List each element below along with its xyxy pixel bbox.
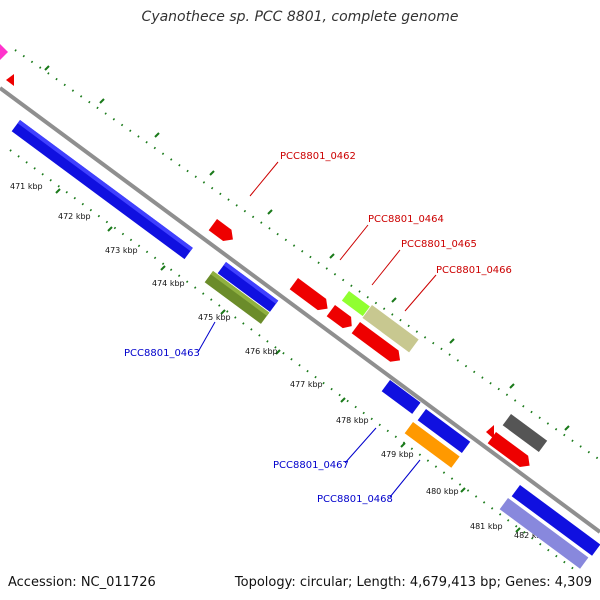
outer-tick <box>449 338 455 344</box>
inner-dotted-ring <box>9 149 576 571</box>
gene-block-purple <box>499 497 589 569</box>
gene-block-olive <box>204 271 270 324</box>
inner-tick <box>515 527 521 533</box>
gene-labels: PCC8801_0462 PCC8801_0464 PCC8801_0465 P… <box>124 151 512 505</box>
gene-label-forward[interactable]: PCC8801_0465 <box>401 239 477 250</box>
gene-arrow-red <box>208 219 233 241</box>
gene-block-blue <box>11 120 193 260</box>
map-title: Cyanothece sp. PCC 8801, complete genome <box>141 9 459 25</box>
kbp-label: 477 kbp <box>290 380 323 389</box>
gene-label-forward[interactable]: PCC8801_0464 <box>368 214 444 225</box>
kbp-label: 472 kbp <box>58 212 91 221</box>
leader-line <box>371 249 401 286</box>
kbp-label: 474 kbp <box>152 279 185 288</box>
outer-tick <box>564 425 570 431</box>
inner-tick <box>340 397 346 403</box>
leader-line <box>339 224 369 261</box>
leader-line <box>344 427 377 464</box>
genome-backbone <box>0 86 600 534</box>
inner-tick <box>107 226 113 232</box>
gene-block-shade <box>210 271 270 316</box>
gene-block-lightgreen <box>341 291 370 317</box>
inner-tick <box>55 188 61 194</box>
gene-block-blue <box>217 262 279 312</box>
gene-block-shade <box>17 120 193 252</box>
gene-block-khaki <box>362 305 419 353</box>
leader-line <box>389 459 421 498</box>
outer-tick-marks <box>44 65 570 431</box>
gene-label-reverse[interactable]: PCC8801_0468 <box>317 494 393 505</box>
gene-arrow-red <box>326 305 352 329</box>
outer-tick <box>44 65 50 71</box>
leader-line <box>197 321 216 353</box>
kbp-label: 471 kbp <box>10 182 43 191</box>
inner-tick-marks <box>55 188 521 533</box>
gene-arrow-red <box>487 432 530 468</box>
gene-arrow-red <box>289 278 328 311</box>
kbp-label: 482 kbp <box>514 531 547 540</box>
kbp-label: 479 kbp <box>381 450 414 459</box>
gene-arrow-red <box>351 322 401 362</box>
gene-arrow-red-small <box>486 425 494 439</box>
gene-label-forward[interactable]: PCC8801_0462 <box>280 151 356 162</box>
leader-line <box>249 161 279 197</box>
inner-tick <box>460 487 466 493</box>
inner-tick <box>275 349 281 355</box>
outer-tick <box>509 383 515 389</box>
gene-label-reverse[interactable]: PCC8801_0467 <box>273 460 349 471</box>
gene-label-forward[interactable]: PCC8801_0466 <box>436 265 512 276</box>
outer-tick <box>209 170 215 176</box>
outer-tick <box>329 253 335 259</box>
outer-tick <box>99 98 105 104</box>
kbp-label: 473 kbp <box>105 246 138 255</box>
gene-block-orange <box>404 422 460 468</box>
gene-label-reverse[interactable]: PCC8801_0463 <box>124 348 200 359</box>
gene-block-blue <box>381 380 421 414</box>
gene-block-gray <box>502 414 548 453</box>
kbp-label: 478 kbp <box>336 416 369 425</box>
inner-tick <box>400 442 406 448</box>
leader-line <box>404 274 437 312</box>
gene-block-blue <box>511 484 600 556</box>
kbp-label: 480 kbp <box>426 487 459 496</box>
leader-lines <box>197 161 437 498</box>
outer-tick <box>154 132 160 138</box>
gene-fragment-magenta <box>0 44 8 60</box>
kbp-label: 475 kbp <box>198 313 231 322</box>
gene-block-blue <box>417 409 471 453</box>
genome-summary-text: Topology: circular; Length: 4,679,413 bp… <box>234 575 592 590</box>
inner-tick <box>220 309 226 315</box>
inner-tick <box>160 265 166 271</box>
gene-block-shade <box>223 262 279 304</box>
kbp-labels: 471 kbp 472 kbp 473 kbp 474 kbp 475 kbp … <box>10 182 547 540</box>
accession-text: Accession: NC_011726 <box>8 575 156 590</box>
kbp-label: 481 kbp <box>470 522 503 531</box>
outer-tick <box>267 209 273 215</box>
kbp-label: 476 kbp <box>245 347 278 356</box>
gene-fragment-red-arrow <box>6 74 14 86</box>
outer-tick <box>391 297 397 303</box>
outer-dotted-ring <box>14 49 600 461</box>
